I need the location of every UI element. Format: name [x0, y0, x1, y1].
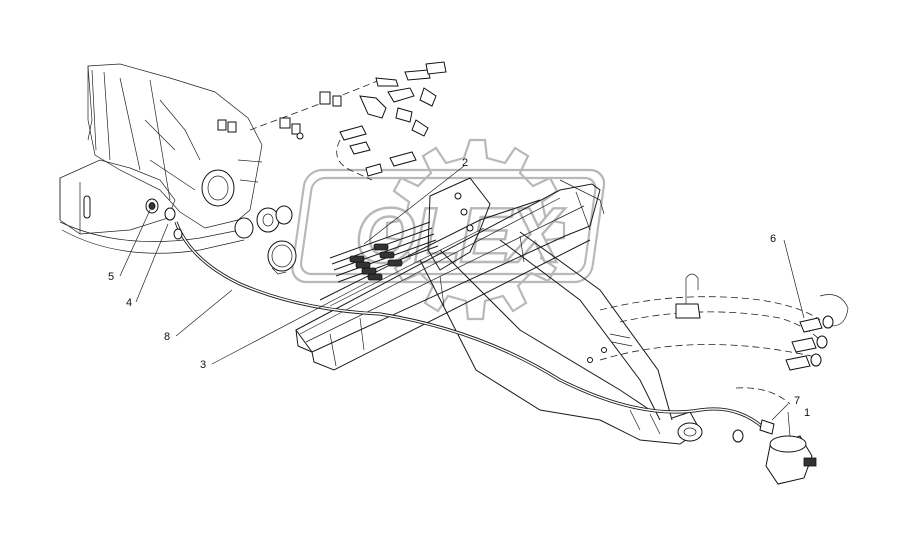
adapter: [411, 119, 429, 137]
motor-top: [769, 435, 807, 453]
callout-1: 1: [804, 407, 810, 419]
callout-2: 2: [462, 157, 468, 169]
o-ring: [173, 228, 183, 240]
motor-shaft: [803, 457, 817, 467]
leader-lines: [119, 165, 805, 437]
callout-7: 7: [794, 395, 800, 407]
nipple-fitting: [375, 77, 399, 87]
watermark: OLEX: [291, 138, 606, 321]
callout-5: 5: [108, 271, 114, 283]
left-couplings: [145, 198, 183, 240]
hose-bundle: [329, 221, 439, 283]
washer: [275, 205, 293, 225]
callout-4: 4: [126, 297, 132, 309]
bolt: [296, 132, 304, 140]
o-ring: [732, 429, 744, 443]
adapter: [419, 87, 437, 107]
clamp: [319, 91, 331, 105]
washer: [234, 217, 254, 239]
tee-fitting: [425, 61, 447, 75]
adapter: [395, 107, 413, 123]
hydraulic-couplers: [785, 315, 834, 371]
drawbar-frame: [295, 177, 703, 445]
pto-hub: [201, 169, 235, 207]
nipple-fitting: [365, 163, 383, 177]
watermark-frame: [291, 168, 606, 284]
hydraulic-motor: [732, 419, 817, 485]
clamp: [217, 119, 227, 131]
elbow-fitting: [359, 95, 387, 119]
housing-slot: [83, 195, 91, 219]
callout-8: 8: [164, 331, 170, 343]
nipple-fitting: [349, 141, 371, 155]
tractor-housing: [59, 63, 297, 275]
upper-fittings: [217, 61, 447, 181]
callout-3: 3: [200, 359, 206, 371]
clamp: [279, 117, 291, 129]
quick-couplers: [349, 243, 403, 281]
dust-cap-loop: [819, 294, 849, 327]
callouts: 2 6 5 4 8 3 7 1: [108, 157, 810, 419]
coupler: [389, 151, 417, 167]
long-hose: [174, 221, 770, 434]
nipple-fitting: [404, 69, 431, 81]
coupler-bracket: [427, 177, 491, 271]
hitch-eye: [677, 422, 703, 442]
nipple-fitting: [339, 125, 367, 141]
washer: [256, 207, 280, 233]
callout-6: 6: [770, 233, 776, 245]
clamp: [291, 123, 301, 135]
fitting-4: [164, 207, 176, 221]
right-hose-group: [587, 273, 849, 405]
adapter-7: [759, 419, 775, 435]
nipple-fitting: [387, 87, 415, 103]
clamp: [227, 121, 237, 133]
mounting-bracket: [675, 303, 701, 319]
clamp: [332, 95, 342, 107]
